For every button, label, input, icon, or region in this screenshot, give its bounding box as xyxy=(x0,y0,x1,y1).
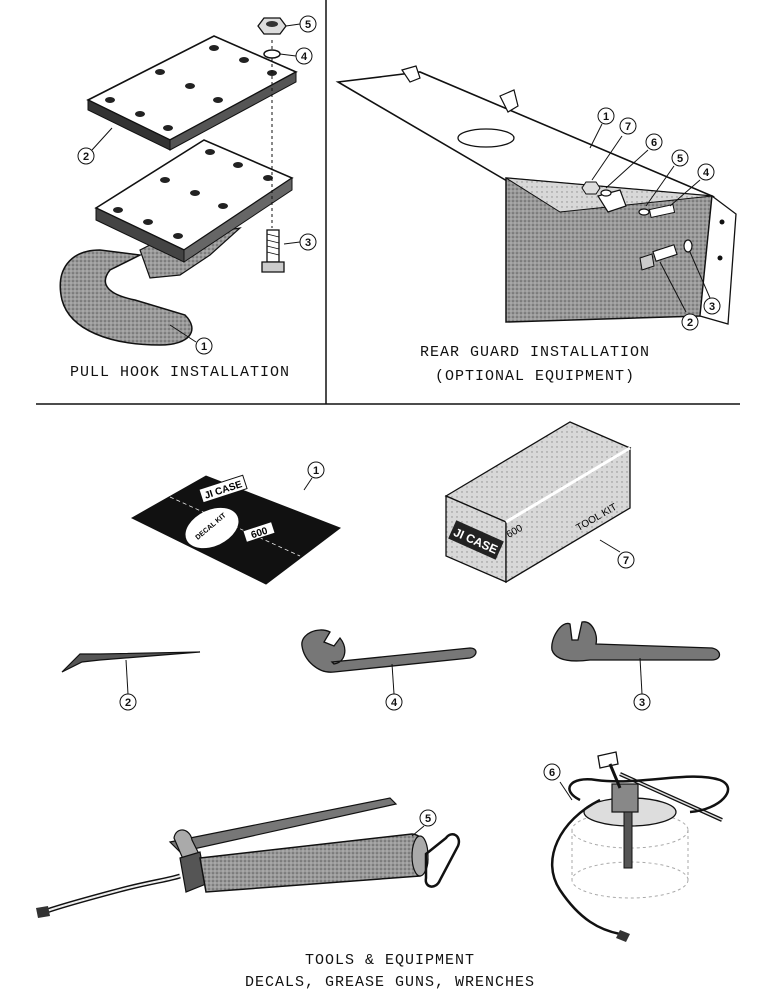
bucket-grease-pump-icon xyxy=(550,751,730,942)
open-end-wrench-icon xyxy=(301,629,477,673)
callout-tools-4: 4 xyxy=(391,697,398,709)
rear-guard-assembly: 1 7 6 5 4 2 3 xyxy=(335,65,737,331)
pull-hook-icon xyxy=(59,249,193,346)
pull-hook-callouts xyxy=(77,15,317,355)
tools-caption-line2: DECALS, GREASE GUNS, WRENCHES xyxy=(244,974,536,991)
callout-guard-1: 1 xyxy=(603,111,609,123)
callout-guard-2: 2 xyxy=(687,317,693,329)
callout-tools-5: 5 xyxy=(425,813,431,825)
callout-tools-7: 7 xyxy=(623,555,629,567)
callout-tools-6: 6 xyxy=(549,767,555,779)
callout-pull-2: 2 xyxy=(83,151,89,163)
pull-hook-caption: PULL HOOK INSTALLATION xyxy=(69,364,291,381)
decal-model-text: 600 xyxy=(250,525,270,541)
callout-tools-2: 2 xyxy=(125,697,131,709)
callout-tools-1: 1 xyxy=(313,465,319,477)
tools-caption-line1: TOOLS & EQUIPMENT xyxy=(304,952,476,969)
callout-pull-5: 5 xyxy=(305,19,311,31)
callout-guard-3: 3 xyxy=(709,301,715,313)
punch-bar-icon xyxy=(61,651,201,673)
bolt-icon xyxy=(261,229,285,273)
spanner-wrench-icon xyxy=(551,621,721,662)
callout-guard-5: 5 xyxy=(677,153,683,165)
callout-guard-7: 7 xyxy=(625,121,631,133)
callout-guard-4: 4 xyxy=(703,167,710,179)
callout-pull-4: 4 xyxy=(301,51,308,63)
rear-guard-caption-line2: (OPTIONAL EQUIPMENT) xyxy=(434,368,636,385)
callout-pull-3: 3 xyxy=(305,237,311,249)
lever-grease-gun-icon xyxy=(36,797,461,918)
decal-kit-icon: JI CASE DECAL KIT 600 xyxy=(130,474,342,585)
callout-tools-3: 3 xyxy=(639,697,645,709)
callout-pull-1: 1 xyxy=(201,341,207,353)
rear-guard-caption-line1: REAR GUARD INSTALLATION xyxy=(419,344,651,361)
lock-washer-icon xyxy=(263,49,281,59)
tools-equipment: JI CASE DECAL KIT 600 JI CASE 600 TOOL K… xyxy=(36,421,730,942)
callout-guard-6: 6 xyxy=(651,137,657,149)
tool-kit-box-icon: JI CASE 600 TOOL KIT xyxy=(444,421,632,584)
pull-hook-assembly: 5 4 2 3 1 xyxy=(59,15,317,355)
